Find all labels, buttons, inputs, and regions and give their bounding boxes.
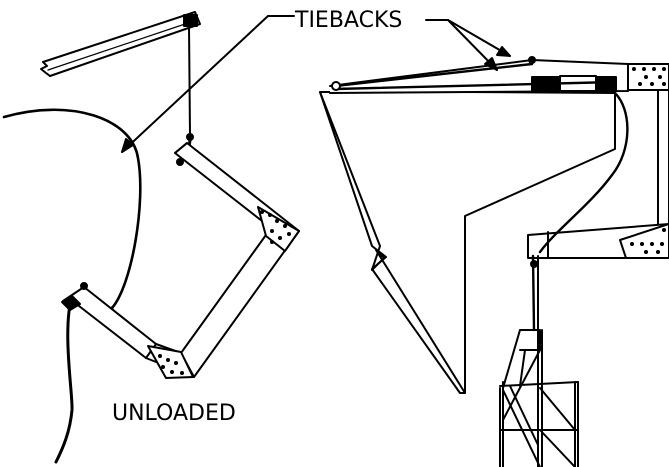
bracket-frame [61,142,300,379]
bolt-dots-right [630,67,666,254]
hanger-pin-right [530,254,539,332]
tieback-assembly [329,56,629,94]
tieback-taut [538,91,629,254]
bolt-dots-left [158,210,291,375]
unloaded-label: UNLOADED [112,401,236,426]
hull-curve [2,108,142,310]
top-beam [40,11,201,77]
callout-leaders [121,15,511,153]
right-frame [527,63,669,259]
tiebacks-label: TIEBACKS [294,8,402,33]
scaffold-tower [499,329,579,467]
